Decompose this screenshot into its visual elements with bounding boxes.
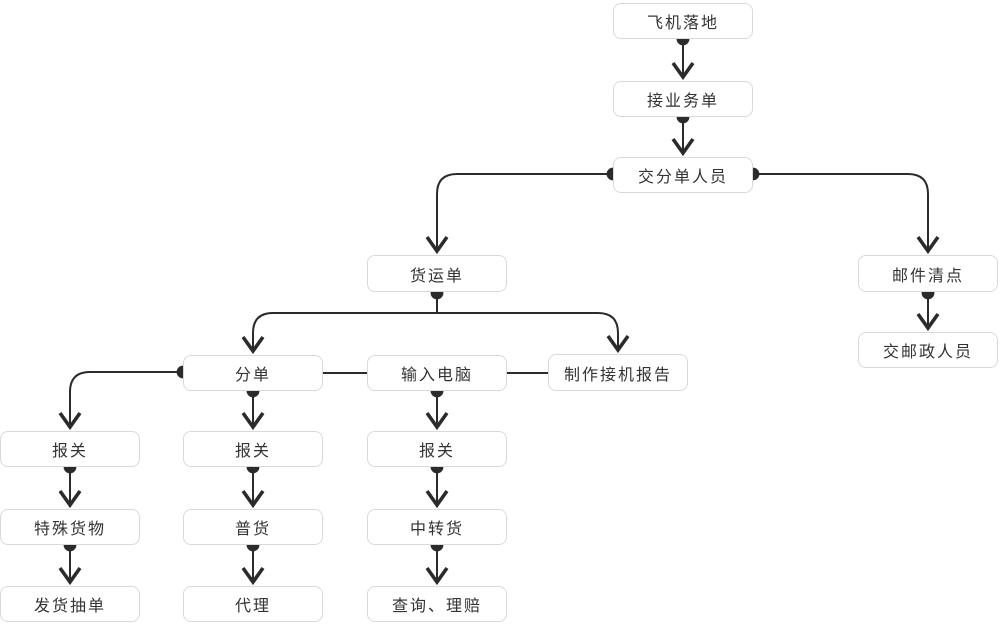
node-customs-b: 报关 bbox=[183, 431, 323, 467]
connector-freight-bill-to-split-bill bbox=[241, 312, 437, 355]
node-split-bill: 分单 bbox=[183, 355, 323, 391]
connector-hand-to-sorter-to-freight-bill bbox=[425, 167, 620, 255]
node-customs-c: 报关 bbox=[367, 431, 507, 467]
node-customs-a: 报关 bbox=[0, 431, 140, 467]
node-agent: 代理 bbox=[183, 586, 323, 622]
node-hand-to-postal: 交邮政人员 bbox=[858, 332, 998, 368]
node-transit-cargo: 中转货 bbox=[367, 509, 507, 545]
node-freight-bill: 货运单 bbox=[367, 255, 507, 292]
node-plane-landing: 飞机落地 bbox=[613, 3, 753, 39]
connector-freight-bill-to-arrival-report bbox=[437, 312, 630, 354]
node-special-cargo: 特殊货物 bbox=[0, 509, 140, 545]
node-shipment-sample: 发货抽单 bbox=[0, 586, 140, 622]
node-arrival-report: 制作接机报告 bbox=[548, 354, 688, 391]
node-hand-to-sorter: 交分单人员 bbox=[613, 157, 753, 193]
node-general-cargo: 普货 bbox=[183, 509, 323, 545]
connector-hand-to-sorter-to-mail-count bbox=[746, 167, 940, 255]
connector-split-bill-to-customs-a bbox=[58, 365, 190, 431]
node-mail-count: 邮件清点 bbox=[858, 255, 998, 292]
node-enter-computer: 输入电脑 bbox=[367, 355, 507, 391]
node-inquiry-claims: 查询、理赔 bbox=[367, 586, 507, 622]
node-receive-business-order: 接业务单 bbox=[613, 81, 753, 117]
